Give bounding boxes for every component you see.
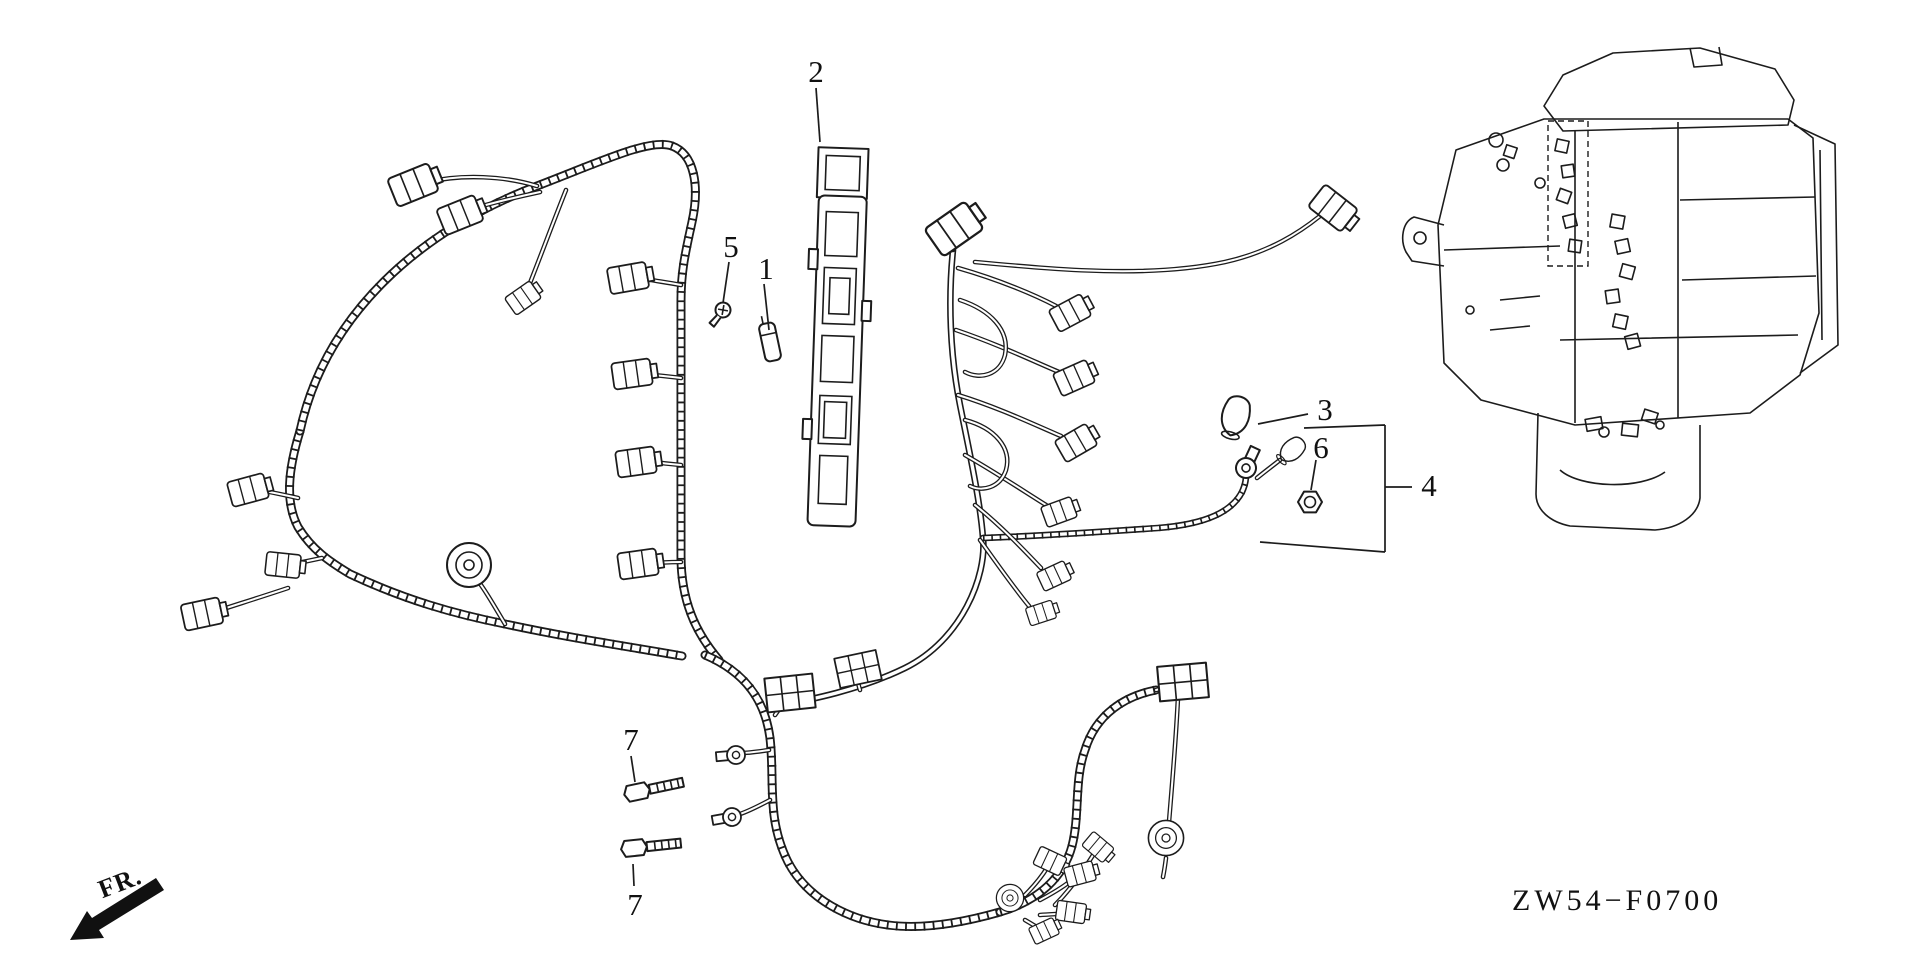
callout-part-7-upper: 7 <box>623 722 639 757</box>
part-1-clip-drawing <box>755 312 783 364</box>
part-7-bolt-drawing <box>619 773 686 859</box>
engine-block-drawing <box>1401 46 1839 531</box>
callout-part-4: 4 <box>1421 468 1437 503</box>
callout-part-3: 3 <box>1317 392 1333 427</box>
part-2-rail-drawing <box>801 146 873 528</box>
callout-part-1: 1 <box>758 251 774 286</box>
fr-direction-arrow <box>70 878 164 940</box>
part-5-screw-drawing <box>708 299 733 331</box>
figure-code: ZW54−F0700 <box>1512 884 1723 917</box>
part-6-nut-drawing <box>1297 490 1323 514</box>
callout-part-7-lower: 7 <box>627 887 643 922</box>
callout-part-2: 2 <box>808 54 824 89</box>
callout-part-5: 5 <box>723 229 739 264</box>
callout-part-6: 6 <box>1313 430 1329 465</box>
callout-leader-lines <box>630 87 1412 887</box>
part-3-cap-drawing <box>1215 392 1310 470</box>
